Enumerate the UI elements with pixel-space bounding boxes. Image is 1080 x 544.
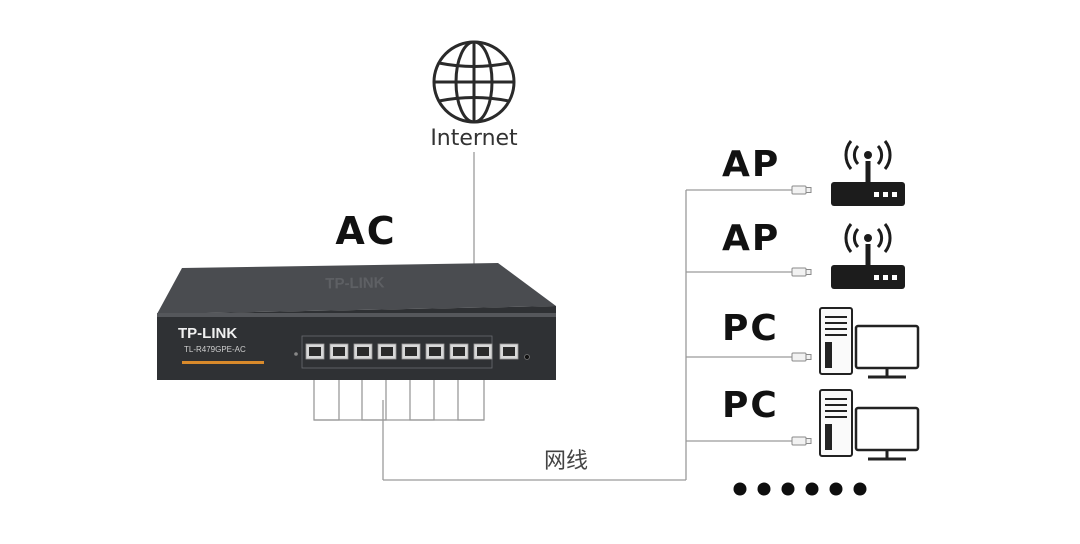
globe-icon [432,40,516,124]
router-top-logo: TP-LINK [325,274,385,292]
ac-label: AC [335,209,396,253]
cable-label: 网线 [544,449,588,474]
rj45-plug-icon [791,267,812,277]
ethernet-port-icon [305,343,325,360]
port-cable-bundle [313,380,485,421]
device-label-ap-2: AP [722,218,780,259]
reset-button [524,354,530,360]
ellipsis-dot [853,482,867,496]
ethernet-port-icon [449,343,469,360]
router-top-surface [157,263,556,314]
router-subtitle-bar [182,361,264,364]
lan-ports [305,343,493,360]
rj45-plugs [791,185,812,446]
power-led [294,352,298,356]
device-label-pc-1: PC [722,308,779,349]
device-label-pc-2: PC [722,385,779,426]
rj45-plug-icon [791,436,812,446]
router-brand-logo: TP-LINK [178,325,237,342]
desktop-pc-icon [819,307,920,379]
access-point-icon [831,140,905,206]
ethernet-port-icon [473,343,493,360]
ethernet-port-icon [353,343,373,360]
ethernet-port-icon [425,343,445,360]
more-devices-ellipsis [733,482,867,496]
wan-port [499,343,519,360]
device-label-ap-1: AP [722,144,780,185]
ethernet-port-icon [499,343,519,360]
ellipsis-dot [733,482,747,496]
ellipsis-dot [829,482,843,496]
ellipsis-dot [781,482,795,496]
rj45-plug-icon [791,352,812,362]
rj45-plug-icon [791,185,812,195]
router-front-panel [157,306,556,380]
router-model-text: TL-R479GPE-AC [184,345,246,354]
ethernet-port-icon [329,343,349,360]
desktop-pc-icon [819,389,920,461]
access-point-icon [831,223,905,289]
ethernet-port-icon [401,343,421,360]
ac-router: TP-LINK TP-LINK TL-R479GPE-AC [157,263,556,380]
internet-label: Internet [430,126,518,151]
ethernet-port-icon [377,343,397,360]
ellipsis-dot [757,482,771,496]
connection-lines [313,152,792,481]
ellipsis-dot [805,482,819,496]
